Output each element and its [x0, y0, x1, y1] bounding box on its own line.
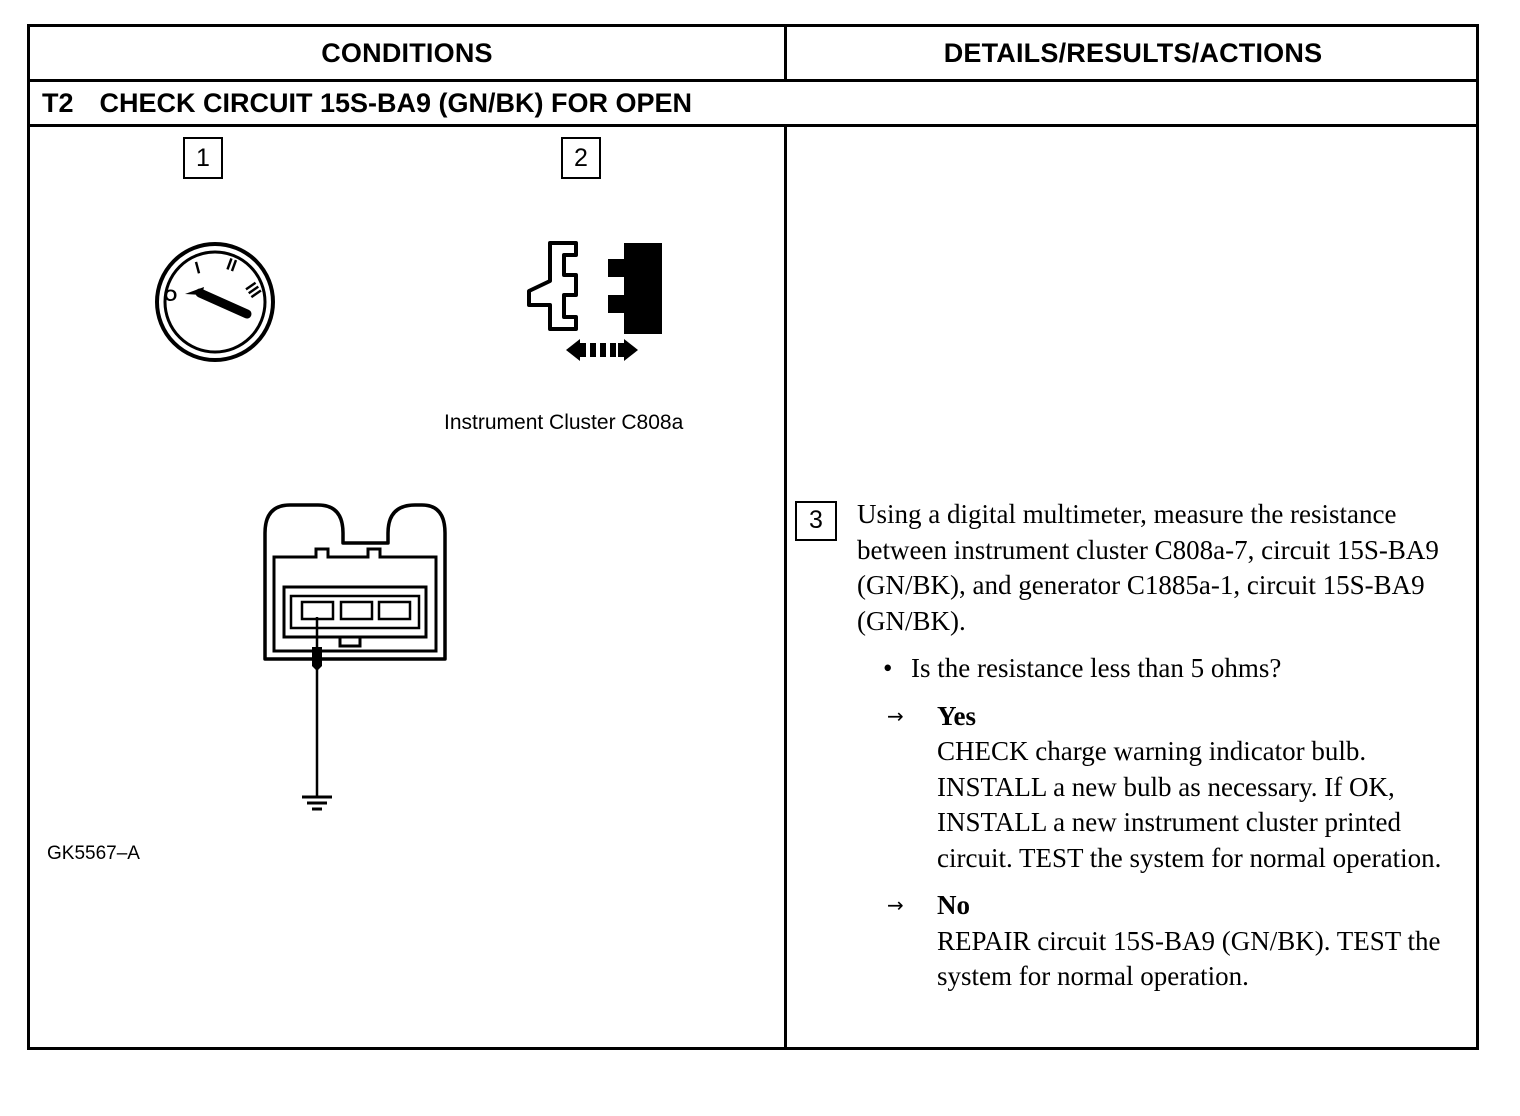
bullet-icon: •	[883, 653, 893, 683]
instruction-text: Using a digital multimeter, measure the …	[857, 499, 1439, 636]
result-no: → No REPAIR circuit 15S-BA9 (GN/BK). TES…	[795, 888, 1475, 995]
conditions-header: CONDITIONS	[321, 37, 493, 68]
diagnostic-table: CONDITIONS DETAILS/RESULTS/ACTIONS T2 CH…	[27, 24, 1479, 1050]
no-action-text: REPAIR circuit 15S-BA9 (GN/BK). TEST the…	[937, 925, 1441, 992]
step-title-row: T2 CHECK CIRCUIT 15S-BA9 (GN/BK) FOR OPE…	[42, 82, 692, 124]
instruction-block: 3 Using a digital multimeter, measure th…	[795, 497, 1475, 639]
question-text: Is the resistance less than 5 ohms?	[911, 653, 1282, 683]
figure-id: GK5567–A	[47, 843, 140, 864]
yes-label: Yes	[937, 700, 976, 731]
ignition-switch-icon: O I II III	[155, 242, 275, 362]
connector-disconnect-icon	[527, 241, 662, 361]
step-title: CHECK CIRCUIT 15S-BA9 (GN/BK) FOR OPEN	[99, 87, 693, 118]
step-box-3: 3	[795, 501, 837, 541]
step-code: T2	[42, 87, 74, 118]
step-box-2: 2	[561, 137, 601, 179]
no-label: No	[937, 890, 970, 920]
ignition-position-1: I	[193, 258, 202, 278]
arrow-right-icon: →	[887, 703, 904, 728]
header-divider	[30, 79, 1476, 82]
step-box-1: 1	[183, 137, 223, 179]
ignition-position-0: O	[164, 286, 177, 305]
yes-action-text: CHECK charge warning indicator bulb. INS…	[937, 736, 1442, 873]
connector-probe-ground-icon	[263, 503, 447, 811]
column-divider-header	[784, 27, 787, 79]
details-header: DETAILS/RESULTS/ACTIONS	[943, 37, 1323, 68]
title-divider	[30, 124, 1476, 127]
column-divider-body	[784, 125, 787, 1050]
details-column: 3 Using a digital multimeter, measure th…	[795, 497, 1475, 995]
ignition-position-2: II	[224, 254, 239, 275]
result-yes: → Yes CHECK charge warning indicator bul…	[795, 699, 1475, 877]
arrow-right-icon: →	[887, 893, 904, 917]
connector-caption: Instrument Cluster C808a	[444, 411, 684, 434]
question-item: • Is the resistance less than 5 ohms?	[795, 651, 1475, 687]
